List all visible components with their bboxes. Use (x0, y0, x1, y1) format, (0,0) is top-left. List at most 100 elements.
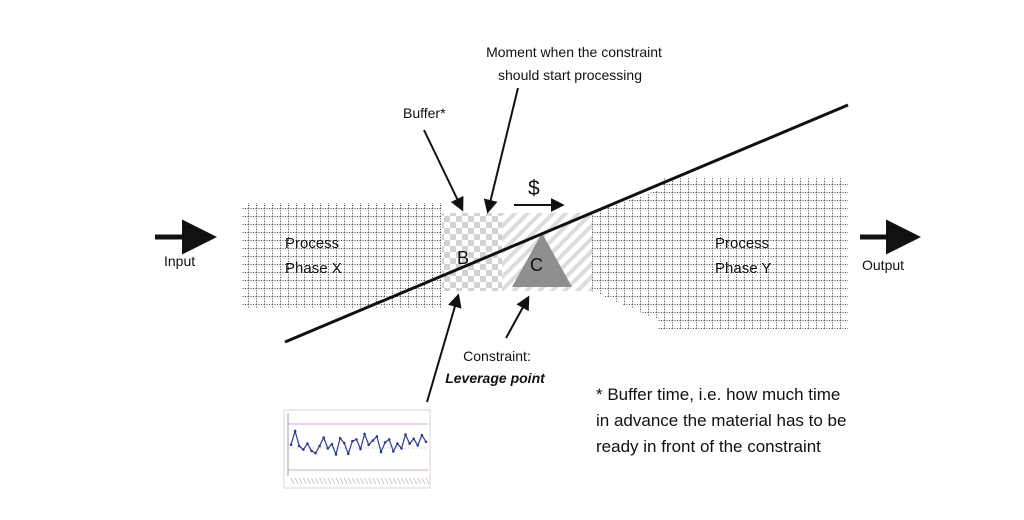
control-chart-tick (323, 477, 327, 485)
control-chart-point (416, 444, 420, 447)
moment-pointer-arrow (483, 87, 519, 214)
output-label: Output (862, 257, 904, 273)
control-chart-point (400, 447, 403, 450)
phase-y-block (658, 178, 848, 330)
control-chart-point (375, 435, 379, 438)
control-chart-point (396, 442, 399, 445)
control-chart-tick (294, 477, 299, 485)
control-chart-point (347, 452, 350, 456)
buffer-block (442, 213, 502, 291)
control-chart-tick (425, 477, 430, 485)
control-chart-tick (319, 477, 323, 485)
control-chart-tick (343, 477, 348, 485)
control-chart-tick (380, 477, 385, 485)
control-chart-points (289, 429, 428, 456)
control-chart-tick (388, 477, 393, 485)
control-chart-point (302, 448, 305, 451)
control-chart-tick (360, 477, 364, 485)
control-chart-tick (311, 477, 315, 485)
control-chart-tick (397, 477, 401, 485)
constraint-triangle (512, 233, 572, 287)
phase-x-block (242, 203, 442, 309)
phase-y-subtitle: Phase Y (715, 260, 771, 277)
constraint-pointer-arrow (505, 295, 530, 339)
control-chart-point (318, 444, 321, 448)
control-chart-tick (327, 477, 332, 485)
control-chart-tick (376, 477, 381, 485)
control-chart-point (314, 451, 317, 455)
control-chart-tick (335, 477, 340, 485)
control-chart-ticks (290, 477, 430, 485)
control-chart-point (338, 436, 342, 440)
moment-label-line2: should start processing (498, 67, 642, 83)
buffer-label: Buffer* (403, 105, 446, 121)
control-chart-point (363, 432, 366, 436)
phase-x-title: Process (285, 235, 339, 252)
control-chart-tick (417, 477, 422, 485)
control-chart-tick (339, 477, 344, 485)
control-chart-tick (352, 477, 356, 485)
control-chart-tick (290, 477, 295, 485)
constraint-label-line1: Constraint: (463, 348, 531, 364)
control-chart-point (359, 447, 362, 451)
control-chart-series (290, 428, 427, 457)
control-chart-point (306, 442, 309, 445)
control-chart-tick (364, 477, 368, 485)
control-chart-tick (303, 477, 307, 485)
control-chart-point (326, 447, 330, 450)
control-chart-point (330, 442, 334, 446)
constraint-letter: C (530, 255, 543, 275)
buffer-pointer-arrow (423, 129, 464, 212)
control-chart-tick (356, 477, 360, 485)
control-chart-frame (283, 409, 431, 489)
connector-block (592, 190, 658, 320)
control-chart-point (310, 449, 313, 453)
control-chart-tick (409, 477, 413, 485)
control-chart-tick (384, 477, 389, 485)
control-chart-point (297, 444, 301, 448)
control-chart-tick (413, 477, 417, 485)
control-chart-tick (368, 477, 372, 485)
input-label: Input (164, 253, 195, 269)
phase-x-subtitle: Phase X (285, 260, 342, 277)
control-chart-tick (331, 477, 336, 485)
control-chart-tick (315, 477, 319, 485)
control-chart-tick (401, 477, 405, 485)
control-chart-point (334, 453, 338, 456)
control-chart-point (387, 438, 391, 441)
control-chart-tick (372, 477, 377, 485)
control-chart-tick (307, 477, 311, 485)
footnote-line-3: ready in front of the constraint (596, 437, 821, 456)
control-chart-point (404, 433, 407, 436)
control-chart-point (371, 439, 375, 442)
leverage-pointer-arrow (426, 293, 462, 403)
control-chart (283, 409, 431, 489)
control-chart-point (342, 441, 346, 445)
control-chart-point (367, 443, 371, 447)
control-chart-point (293, 429, 297, 433)
control-chart-tick (298, 477, 303, 485)
control-chart-point (392, 450, 395, 453)
moment-label-line1: Moment when the constraint (486, 44, 662, 60)
control-chart-point (420, 433, 424, 437)
control-chart-point (424, 440, 428, 444)
phase-y-title: Process (715, 235, 769, 252)
control-chart-tick (348, 477, 352, 485)
control-chart-point (355, 438, 358, 441)
buffer-letter: B (457, 248, 469, 268)
control-chart-point (351, 439, 354, 443)
control-chart-point (322, 436, 326, 439)
control-chart-tick (393, 477, 397, 485)
footnote-line-1: * Buffer time, i.e. how much time (596, 385, 841, 404)
control-chart-point (379, 450, 383, 454)
footnote-line-2: in advance the material has to be (596, 411, 847, 430)
leverage-line (284, 103, 849, 344)
control-chart-point (289, 443, 293, 447)
control-chart-tick (421, 477, 426, 485)
control-chart-point (408, 442, 411, 445)
control-chart-point (383, 441, 387, 444)
constraint-label-line2: Leverage point (445, 370, 546, 386)
control-chart-point (412, 437, 416, 441)
control-chart-tick (405, 477, 409, 485)
